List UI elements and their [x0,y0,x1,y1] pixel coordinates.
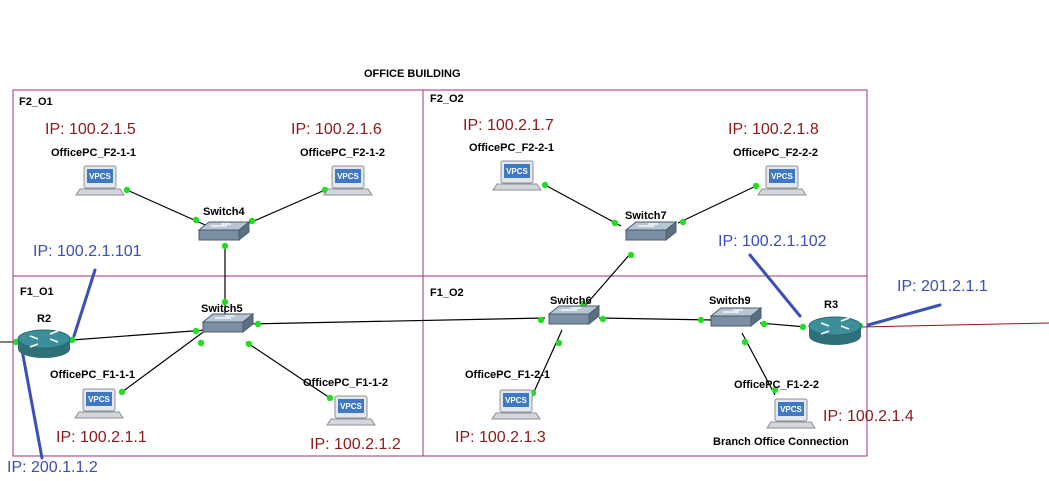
port-dot [771,386,779,394]
ip-label-pc-f2-2-1: IP: 100.2.1.7 [463,117,554,134]
link-pc-f2-2-1-switch7 [544,184,622,227]
pc-f1-2-1-icon[interactable]: VPCS [491,389,541,420]
ip-label-pc-f2-1-1: IP: 100.2.1.5 [45,121,136,138]
device-label-switch6: Switch6 [550,295,592,307]
port-dot [197,339,205,347]
port-dot [752,182,760,190]
device-label-pc-f2-2-2: OfficePC_F2-2-2 [733,147,818,159]
vpcs-label: VPCS [337,172,359,181]
switch6-icon[interactable] [547,304,601,326]
pc-f2-2-2-icon[interactable]: VPCS [757,165,807,196]
link-switch5-pc-f1-1-1 [121,329,207,393]
port-dot [697,316,705,324]
pc-f1-1-2-icon[interactable]: VPCS [326,395,376,426]
port-dot [599,315,607,323]
device-label-switch9: Switch9 [709,295,751,307]
device-label-switch5: Switch5 [201,303,243,315]
zone-office-o2 [422,89,868,457]
port-dot [248,217,256,225]
port-dot [679,218,687,226]
port-dot [221,298,229,306]
device-label-switch4: Switch4 [203,206,245,218]
pc-f1-2-2-icon[interactable]: VPCS [766,398,816,429]
port-dot [118,388,126,396]
port-dot [192,216,200,224]
link-switch5-switch6 [245,317,546,325]
device-label-r2: R2 [37,313,52,325]
link-switch5-pc-f1-1-2 [245,341,331,399]
port-dot [123,186,131,194]
r3-wan-link [861,322,1049,328]
ip-label-pc-f1-2-2: IP: 100.2.1.4 [823,408,914,425]
ip-pointer-r3-lan [748,253,802,318]
ip-label-pc-f2-2-2: IP: 100.2.1.8 [728,121,819,138]
vpcs-label: VPCS [88,395,110,404]
switch5-icon[interactable] [201,312,255,334]
device-label-pc-f1-1-2: OfficePC_F1-1-2 [303,377,388,389]
device-label-pc-f2-1-2: OfficePC_F2-1-2 [300,147,385,159]
port-dot [555,339,563,347]
r3-icon[interactable] [808,316,862,345]
device-label-pc-f1-2-1: OfficePC_F1-2-1 [465,369,550,381]
ip-label-pc-f2-1-2: IP: 100.2.1.6 [291,121,382,138]
device-label-r3: R3 [824,299,839,311]
switch4-icon[interactable] [197,220,251,242]
diagram-title: OFFICE BUILDING [364,68,461,80]
ip-label-pc-f1-1-1: IP: 100.2.1.1 [56,429,147,446]
r2-icon[interactable] [17,329,71,358]
pc-f2-2-1-icon[interactable]: VPCS [492,160,542,191]
device-label-pc-f2-1-1: OfficePC_F2-1-1 [51,147,136,159]
switch9-icon[interactable] [709,306,763,328]
link-pc-f2-2-2-switch7 [677,185,757,224]
link-switch9-r3 [759,322,807,328]
zone-label-f2-o1: F2_O1 [19,96,53,108]
ip-label-r3-wan: IP: 201.2.1.1 [897,278,988,295]
ip-pointer-r2-lan [72,268,97,338]
ip-label-pc-f1-1-2: IP: 100.2.1.2 [310,436,401,453]
port-dot [541,181,549,189]
port-dot [192,327,200,335]
port-dot [537,316,545,324]
port-dot [741,338,749,346]
port-dot [12,338,20,346]
vpcs-label: VPCS [780,405,802,414]
vpcs-label: VPCS [89,172,111,181]
device-label-pc-f1-1-1: OfficePC_F1-1-1 [50,369,135,381]
port-dot [245,340,253,348]
ip-label-r3-lan: IP: 100.2.1.102 [718,233,827,250]
port-dot [760,320,768,328]
link-switch6-pc-f1-2-1 [532,329,563,395]
ip-label-r2-wan: IP: 200.1.1.2 [7,459,98,476]
zone-label-f2-o2: F2_O2 [430,93,464,105]
port-dot [221,242,229,250]
ip-label-r2-lan: IP: 100.2.1.101 [33,243,142,260]
zone-label-f1-o1: F1_O1 [20,286,54,298]
vpcs-label: VPCS [771,172,793,181]
port-dot [627,251,635,259]
branch-office-label: Branch Office Connection [713,436,849,448]
pc-f1-1-1-icon[interactable]: VPCS [74,388,124,419]
vpcs-label: VPCS [340,402,362,411]
zone-label-f1-o2: F1_O2 [430,287,464,299]
device-label-pc-f2-2-1: OfficePC_F2-2-1 [469,142,554,154]
ip-label-pc-f1-2-1: IP: 100.2.1.3 [455,429,546,446]
link-r2-switch5 [71,329,207,341]
vpcs-label: VPCS [505,396,527,405]
ip-pointer-r2-wan [20,348,44,460]
link-switch7-switch6 [582,252,632,309]
vpcs-label: VPCS [506,167,528,176]
port-dot [799,323,807,331]
link-pc-f2-1-1-switch4 [126,189,213,229]
pc-f2-1-1-icon[interactable]: VPCS [75,165,125,196]
port-dot [326,394,334,402]
device-label-switch7: Switch7 [625,210,667,222]
port-dot [254,320,262,328]
link-switch6-switch9 [598,317,714,321]
switch7-icon[interactable] [624,220,678,242]
ip-pointer-r3-wan [866,303,942,327]
pc-f2-1-2-icon[interactable]: VPCS [323,165,373,196]
port-dot [611,219,619,227]
device-label-pc-f1-2-2: OfficePC_F1-2-2 [734,379,819,391]
